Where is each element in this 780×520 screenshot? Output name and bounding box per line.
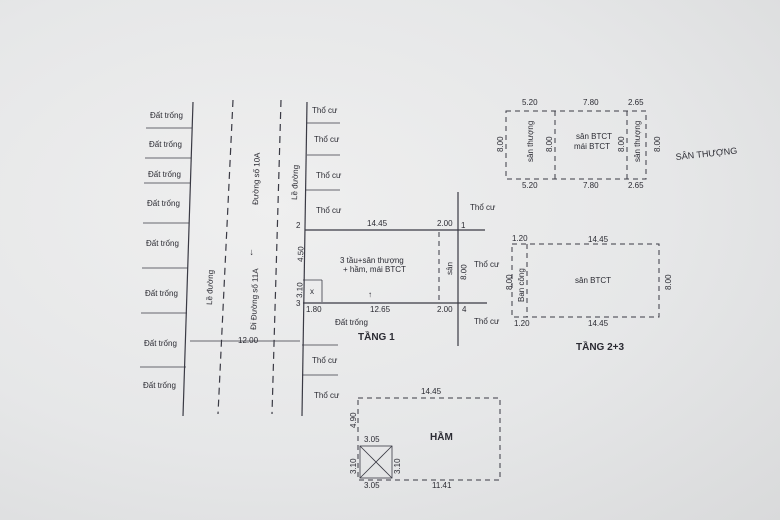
road-edge-right xyxy=(271,99,282,415)
residential-label: Thổ cư xyxy=(474,260,500,269)
floor1-left-dim: 3.10 xyxy=(295,282,305,298)
empty-lot-label: Đất trống xyxy=(150,111,183,120)
floor-2-3-plan: 1.20 14.45 1.20 14.45 8.00 8.00 Ban công… xyxy=(505,234,673,353)
rooftop-bottom-dim: 2.65 xyxy=(628,181,644,190)
residential-label: Thổ cư xyxy=(314,391,340,400)
rooftop-bottom-dim: 7.80 xyxy=(583,181,599,190)
residential-label: Thổ cư xyxy=(470,203,496,212)
floor1-title: TẦNG 1 xyxy=(358,330,395,343)
rooftop-height-dim: 8.00 xyxy=(617,136,626,152)
floor1-bottom-length: 12.65 xyxy=(370,305,391,314)
residential-label: Thổ cư xyxy=(316,206,342,215)
rooftop-center-line1: sân BTCT xyxy=(576,132,612,141)
floor1-right-dim: 8.00 xyxy=(459,264,469,280)
rooftop-height-dim: 8.00 xyxy=(653,136,662,152)
basement-bottom-left: 3.05 xyxy=(364,481,380,490)
floor23-height-right: 8.00 xyxy=(664,274,673,290)
rooftop-center-line2: mái BTCT xyxy=(574,142,610,151)
left-lot-boundary xyxy=(182,101,194,417)
rooftop-right-label: sân thượng xyxy=(633,121,642,162)
stair-mark: x xyxy=(310,287,314,296)
rooftop-top-dim: 2.65 xyxy=(628,98,644,107)
floor23-height-left: 8.00 xyxy=(505,274,514,290)
floor23-title: TẦNG 2+3 xyxy=(576,340,625,353)
ramp-height-right: 3.10 xyxy=(393,458,402,474)
depth-dimension: 4.50 xyxy=(296,246,306,262)
floor1-top-right: 2.00 xyxy=(437,219,453,228)
residential-label: Thổ cư xyxy=(312,356,338,365)
balcony-label: Ban công xyxy=(517,268,526,302)
basement-title: HẦM xyxy=(430,430,453,443)
rooftop-bottom-dim: 5.20 xyxy=(522,181,538,190)
corner-1: 1 xyxy=(461,221,466,230)
road: Lề đường Đường số 10A ← Đi Đường số 11A … xyxy=(190,99,300,415)
right-lots: Thổ cư Thổ cư Thổ cư Thổ cư Thổ cư Thổ c… xyxy=(296,101,500,417)
rooftop-title: SÂN THƯỢNG xyxy=(675,146,737,162)
rooftop-height-dim: 8.00 xyxy=(545,136,554,152)
residential-label: Thổ cư xyxy=(314,135,340,144)
entrance-arrow: ↑ xyxy=(368,290,372,299)
basement-left-top: 4.90 xyxy=(349,412,358,428)
floor1-top-length: 14.45 xyxy=(367,219,388,228)
floor23-top-length: 14.45 xyxy=(588,235,609,244)
sidewalk-label-left: Lề đường xyxy=(205,270,215,305)
basement-plan: 14.45 4.90 3.05 3.10 3.10 3.05 11.41 HẦM xyxy=(349,387,501,490)
empty-lot-label: Đất trống xyxy=(147,199,180,208)
floor23-bottom-left: 1.20 xyxy=(514,319,530,328)
floor1-desc-line2: + hầm, mái BTCT xyxy=(343,265,406,274)
empty-lot-label: Đất trống xyxy=(146,239,179,248)
road-width-label: 12.00 xyxy=(238,336,259,345)
rooftop-left-label: sân thượng xyxy=(526,121,535,162)
empty-lot-label: Đất trống xyxy=(145,289,178,298)
floor1-bottom-left: 1.80 xyxy=(306,305,322,314)
empty-lot-label: Đất trống xyxy=(143,381,176,390)
basement-bottom-length: 11.41 xyxy=(432,481,452,490)
floor1-bottom-right: 2.00 xyxy=(437,305,453,314)
floor23-center-label: sân BTCT xyxy=(575,276,611,285)
empty-lot-label: Đất trống xyxy=(335,318,368,327)
ramp-width: 3.05 xyxy=(364,435,380,444)
rooftop-height-dim: 8.00 xyxy=(496,136,505,152)
corner-3: 3 xyxy=(296,299,301,308)
courtyard-label: sân xyxy=(445,262,454,275)
rooftop-plan: 5.20 7.80 2.65 5.20 7.80 2.65 8.00 8.00 … xyxy=(496,98,738,190)
corner-4: 4 xyxy=(462,305,467,314)
sidewalk-label-right: Lề đường xyxy=(290,165,300,200)
road-edge-left xyxy=(217,99,234,415)
empty-lot-label: Đất trống xyxy=(149,140,182,149)
empty-lot-label: Đất trống xyxy=(148,170,181,179)
residential-label: Thổ cư xyxy=(312,106,338,115)
residential-label: Thổ cư xyxy=(316,171,342,180)
rooftop-outline xyxy=(505,110,647,180)
empty-lot-label: Đất trống xyxy=(144,339,177,348)
basement-top-length: 14.45 xyxy=(421,387,442,396)
floor23-outline xyxy=(511,243,660,318)
rooftop-top-dim: 5.20 xyxy=(522,98,538,107)
right-lot-boundary xyxy=(301,101,308,417)
ramp-box xyxy=(359,445,393,479)
residential-label: Thổ cư xyxy=(474,317,500,326)
left-lots: Đất trống Đất trống Đất trống Đất trống … xyxy=(140,101,194,417)
basement-outline xyxy=(357,397,501,481)
rooftop-top-dim: 7.80 xyxy=(583,98,599,107)
floor-1-plan: x 14.45 2.00 1.80 12.65 2.00 3.10 8.00 s… xyxy=(295,192,487,346)
ramp-cross xyxy=(359,445,393,479)
floor1-desc-line1: 3 tầu+sân thượng xyxy=(340,256,404,265)
floor23-bottom-length: 14.45 xyxy=(588,319,609,328)
street-10a-label: Đường số 10A xyxy=(251,152,262,205)
floor23-top-left: 1.20 xyxy=(512,234,528,243)
direction-arrow: ← xyxy=(245,248,255,257)
street-11a-label: Đi Đường số 11A xyxy=(249,268,260,331)
ramp-height-left: 3.10 xyxy=(349,458,358,474)
corner-2: 2 xyxy=(296,221,301,230)
